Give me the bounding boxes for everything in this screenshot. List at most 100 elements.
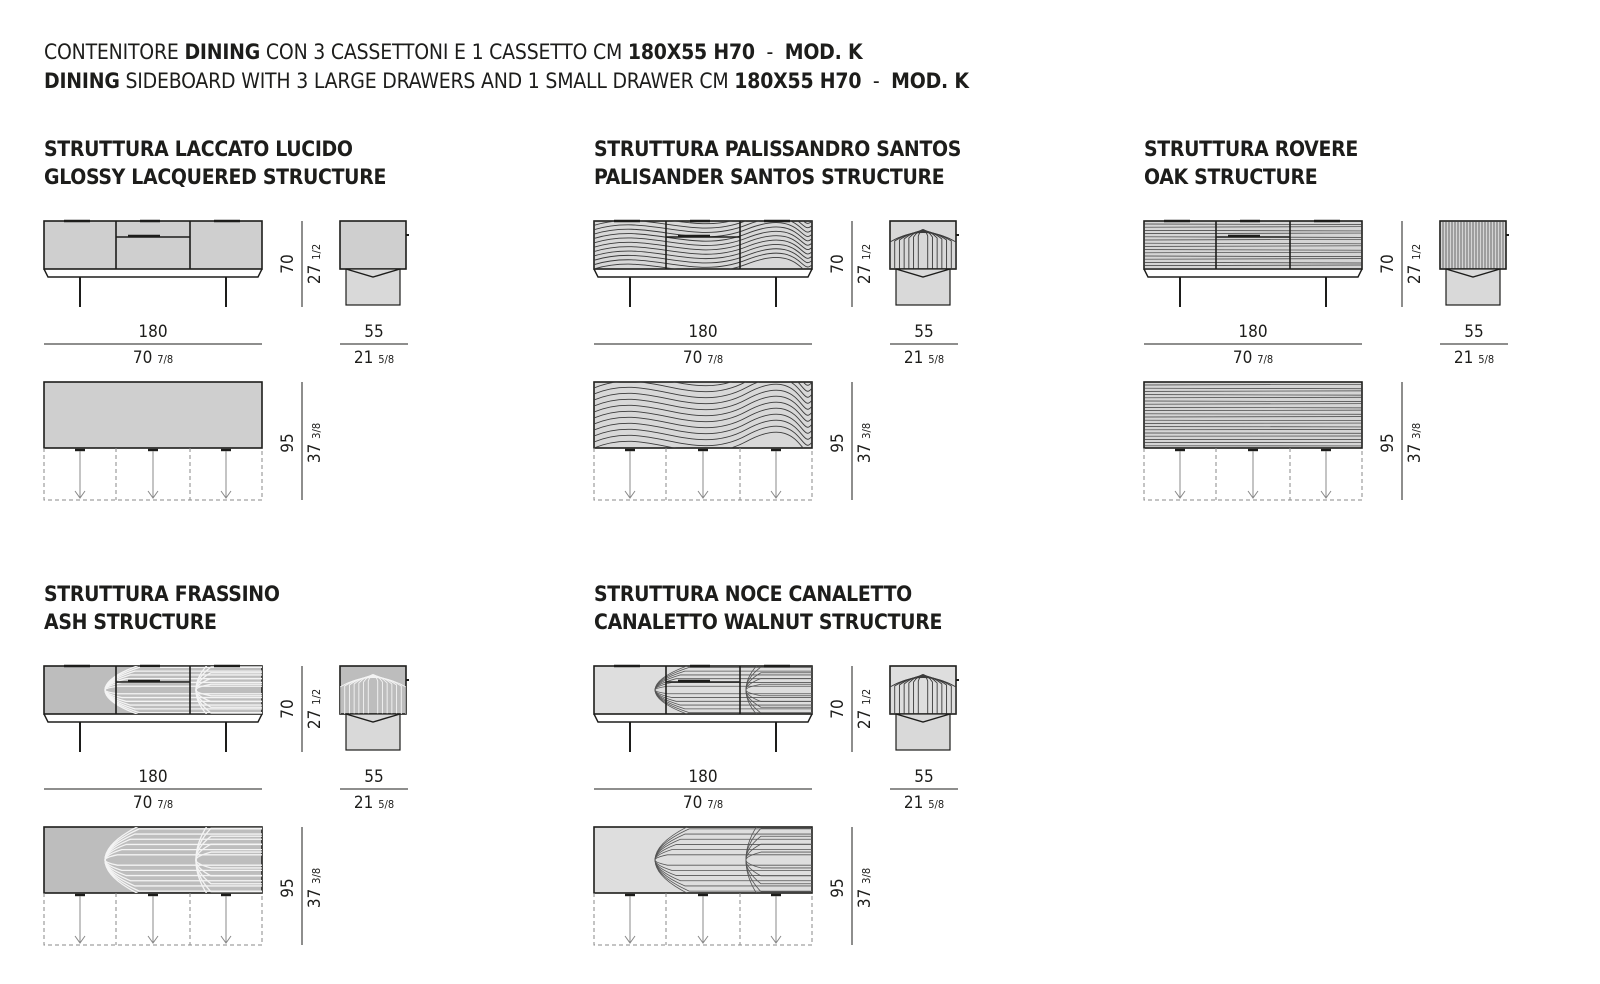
grain-line <box>913 229 933 269</box>
depth-cm-label: 55 <box>364 767 383 787</box>
open-depth-inch-label: 37 3/8 <box>305 423 325 463</box>
inch-whole: 21 <box>904 793 928 813</box>
inch-fraction: 3/8 <box>1410 423 1423 439</box>
base-plinth <box>593 713 813 723</box>
variant-title-en: CANALETTO WALNUT STRUCTURE <box>594 610 943 634</box>
grain-line <box>654 666 689 714</box>
side-body <box>889 665 957 715</box>
grain-line <box>903 230 943 269</box>
base-plinth <box>43 268 263 278</box>
grain-line <box>1144 262 1362 264</box>
grain-line <box>913 674 933 714</box>
inch-whole: 70 <box>1233 348 1257 368</box>
plan-view <box>593 826 813 946</box>
depth-inch-label: 21 5/8 <box>904 793 944 813</box>
inch-fraction: 3/8 <box>310 423 323 439</box>
width-inch-label: 70 7/8 <box>133 793 173 813</box>
grain-line <box>594 382 812 393</box>
height-inch-label: 27 1/2 <box>1405 244 1425 284</box>
grain-line <box>594 383 812 405</box>
depth-inch-label: 21 5/8 <box>354 793 394 813</box>
front-view <box>593 219 813 307</box>
grain-line <box>917 229 929 269</box>
grain-line <box>1144 239 1362 241</box>
front-view <box>43 219 263 307</box>
side-grain <box>1442 221 1504 269</box>
width-cm-label: 180 <box>138 322 167 342</box>
variant-title-it: STRUTTURA ROVERE <box>1144 137 1358 161</box>
grain-line <box>594 407 812 429</box>
side-grain <box>890 229 956 269</box>
arrow-head <box>74 935 86 944</box>
depth-cm-label: 55 <box>1464 322 1483 342</box>
open-depth-cm-label: 95 <box>828 878 848 897</box>
plan-view <box>43 381 263 501</box>
opening-outline <box>43 448 263 501</box>
depth-cm-label: 55 <box>364 322 383 342</box>
grain-line <box>898 676 948 714</box>
inch-whole: 70 <box>133 793 157 813</box>
grain-line <box>367 674 379 714</box>
inch-fraction: 5/8 <box>378 798 394 811</box>
open-depth-cm-label: 95 <box>828 433 848 452</box>
grain-line <box>594 389 812 411</box>
grain-line <box>890 677 956 714</box>
side-view <box>889 220 959 306</box>
side-body <box>339 220 407 270</box>
width-cm-label: 180 <box>688 767 717 787</box>
inch-whole: 21 <box>354 348 378 368</box>
inch-fraction: 1/2 <box>310 244 323 260</box>
side-view <box>1439 220 1509 306</box>
grain-line <box>1144 394 1362 396</box>
open-depth-cm-label: 95 <box>278 433 298 452</box>
grain-line <box>1144 223 1362 225</box>
grain-line <box>1144 258 1362 260</box>
plan-body <box>1143 381 1363 449</box>
grain-line <box>745 827 757 893</box>
inch-fraction: 7/8 <box>1257 353 1273 366</box>
variant-title-en: OAK STRUCTURE <box>1144 165 1318 189</box>
inch-whole: 27 <box>305 260 325 284</box>
side-view <box>889 665 959 751</box>
side-base-vee <box>895 713 951 723</box>
inch-whole: 70 <box>683 793 707 813</box>
inch-whole: 21 <box>354 793 378 813</box>
variant-title-it: STRUTTURA LACCATO LUCIDO <box>44 137 353 161</box>
arrow-head <box>220 490 232 499</box>
inch-whole: 27 <box>855 705 875 729</box>
variant-title-en: ASH STRUCTURE <box>44 610 217 634</box>
width-inch-label: 70 7/8 <box>683 793 723 813</box>
arrow-head <box>770 490 782 499</box>
depth-cm-label: 55 <box>914 322 933 342</box>
inch-whole: 70 <box>133 348 157 368</box>
height-inch-label: 27 1/2 <box>855 244 875 284</box>
grain-line <box>1144 230 1362 232</box>
grain-line <box>903 675 943 714</box>
plan-body <box>43 381 263 449</box>
base-plinth <box>593 268 813 278</box>
open-depth-cm-label: 95 <box>278 878 298 897</box>
depth-inch-label: 21 5/8 <box>904 348 944 368</box>
grain-line <box>594 425 812 447</box>
side-leg-frame <box>1445 268 1501 306</box>
grain-line <box>745 666 758 714</box>
inch-fraction: 3/8 <box>860 868 873 884</box>
arrow-head <box>220 935 232 944</box>
height-inch-label: 27 1/2 <box>305 689 325 729</box>
arrow-head <box>624 490 636 499</box>
wood-grain <box>654 666 812 714</box>
front-body <box>593 665 813 715</box>
grain-line <box>594 431 812 448</box>
grain-line <box>594 382 812 399</box>
arrow-head <box>1247 490 1259 499</box>
side-view <box>339 665 409 751</box>
opening-outline <box>1143 448 1363 501</box>
